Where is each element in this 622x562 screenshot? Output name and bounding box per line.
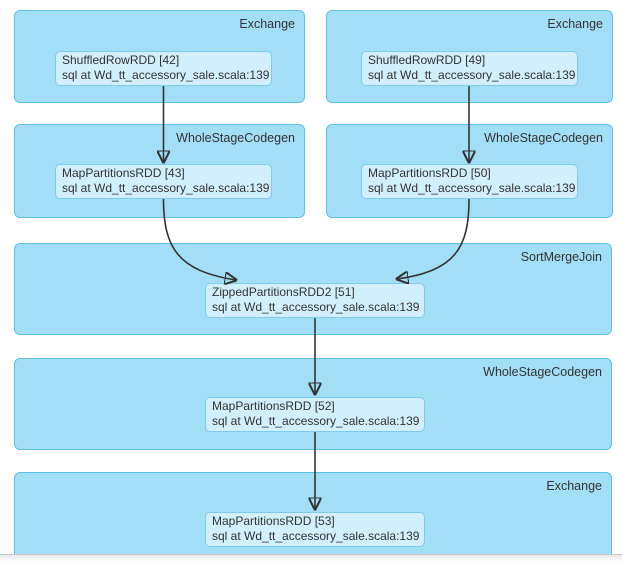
rdd-name: MapPartitionsRDD [50] [368, 166, 491, 180]
rdd-callsite: sql at Wd_tt_accessory_sale.scala:139 [212, 529, 420, 543]
cluster-label: SortMergeJoin [520, 250, 602, 264]
rdd-name: MapPartitionsRDD [43] [62, 166, 185, 180]
rdd-callsite: sql at Wd_tt_accessory_sale.scala:139 [368, 181, 576, 195]
cluster-label: Exchange [239, 17, 295, 31]
container-bottom-edge [0, 554, 622, 562]
rdd-name: MapPartitionsRDD [53] [212, 514, 335, 528]
cluster-label: WholeStageCodegen [484, 131, 603, 145]
node-zippedpartitionsrdd2-51[interactable]: ZippedPartitionsRDD2 [51] sql at Wd_tt_a… [205, 283, 425, 318]
rdd-name: ShuffledRowRDD [42] [62, 53, 180, 67]
node-shuffledrowrdd-49[interactable]: ShuffledRowRDD [49] sql at Wd_tt_accesso… [361, 51, 578, 86]
rdd-name: ZippedPartitionsRDD2 [51] [212, 285, 355, 299]
rdd-name: ShuffledRowRDD [49] [368, 53, 486, 67]
cluster-label: Exchange [547, 17, 603, 31]
rdd-callsite: sql at Wd_tt_accessory_sale.scala:139 [62, 68, 270, 82]
node-mappartitionsrdd-50[interactable]: MapPartitionsRDD [50] sql at Wd_tt_acces… [361, 164, 578, 199]
cluster-label: WholeStageCodegen [176, 131, 295, 145]
rdd-callsite: sql at Wd_tt_accessory_sale.scala:139 [368, 68, 576, 82]
node-mappartitionsrdd-53[interactable]: MapPartitionsRDD [53] sql at Wd_tt_acces… [205, 512, 425, 547]
cluster-label: Exchange [546, 479, 602, 493]
node-mappartitionsrdd-52[interactable]: MapPartitionsRDD [52] sql at Wd_tt_acces… [205, 397, 425, 432]
rdd-name: MapPartitionsRDD [52] [212, 399, 335, 413]
rdd-callsite: sql at Wd_tt_accessory_sale.scala:139 [212, 414, 420, 428]
node-shuffledrowrdd-42[interactable]: ShuffledRowRDD [42] sql at Wd_tt_accesso… [55, 51, 272, 86]
cluster-label: WholeStageCodegen [483, 365, 602, 379]
rdd-callsite: sql at Wd_tt_accessory_sale.scala:139 [212, 300, 420, 314]
rdd-callsite: sql at Wd_tt_accessory_sale.scala:139 [62, 181, 270, 195]
node-mappartitionsrdd-43[interactable]: MapPartitionsRDD [43] sql at Wd_tt_acces… [55, 164, 272, 199]
